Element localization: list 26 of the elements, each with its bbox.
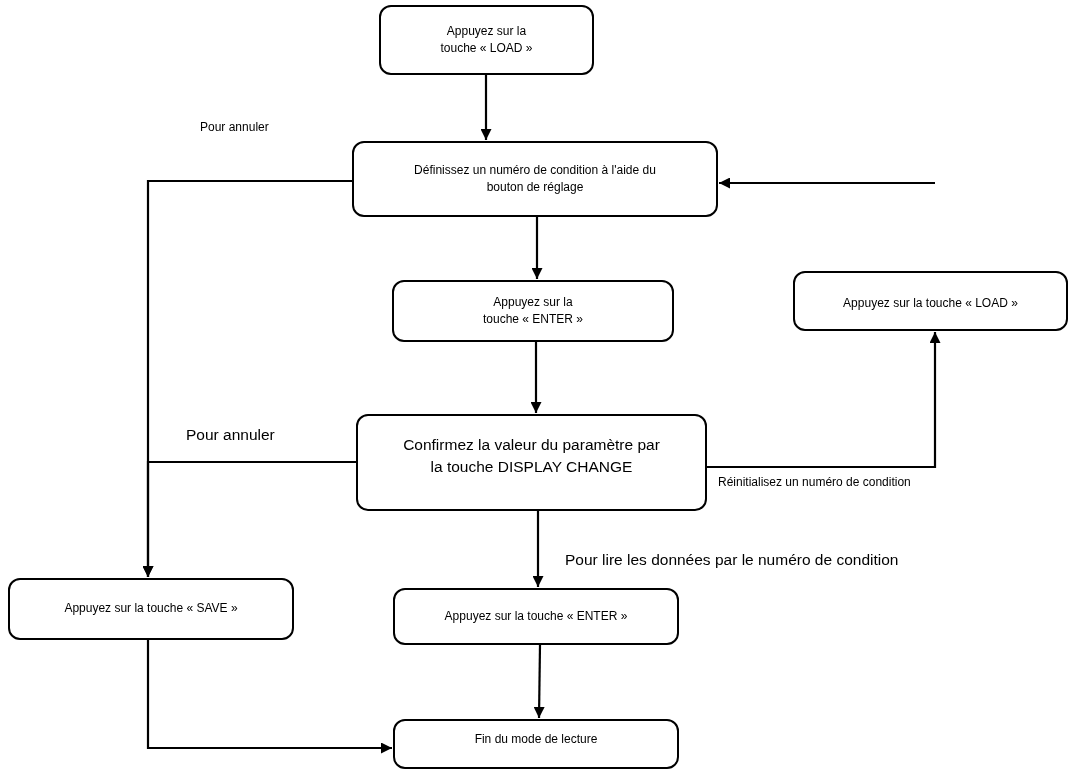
step-text: Appuyez sur la touche « LOAD » [843, 295, 1018, 312]
arrow [480, 75, 492, 140]
step-text: Confirmez la valeur du paramètre par la touche DISPLAY CHANGE [402, 435, 661, 478]
step-text: Fin du mode de lecture [474, 731, 598, 748]
arrow [530, 342, 542, 413]
step-text: Appuyez sur la touche « ENTER » [444, 607, 628, 625]
arrow [142, 460, 356, 577]
process-box [8, 578, 294, 640]
process-box [356, 414, 707, 511]
step-text: Définissez un numéro de condition à l'aide du bouton de réglage [413, 161, 657, 196]
edge-label: Pour lire les données par le numéro de condition [565, 551, 899, 570]
arrow [531, 217, 543, 279]
arrow [146, 640, 392, 754]
process-box [352, 141, 718, 217]
arrow [532, 511, 544, 587]
step-text: Appuyez sur la touche « SAVE » [64, 600, 238, 618]
step-text: Appuyez sur la touche « LOAD » [439, 22, 534, 57]
process-box [393, 588, 679, 645]
arrow [719, 177, 935, 189]
process-box [793, 271, 1068, 331]
process-box [392, 280, 674, 342]
process-box [393, 719, 679, 769]
process-box [379, 5, 594, 75]
arrow [533, 645, 545, 718]
step-text: Appuyez sur la touche « ENTER » [481, 293, 585, 328]
arrow [707, 332, 941, 469]
